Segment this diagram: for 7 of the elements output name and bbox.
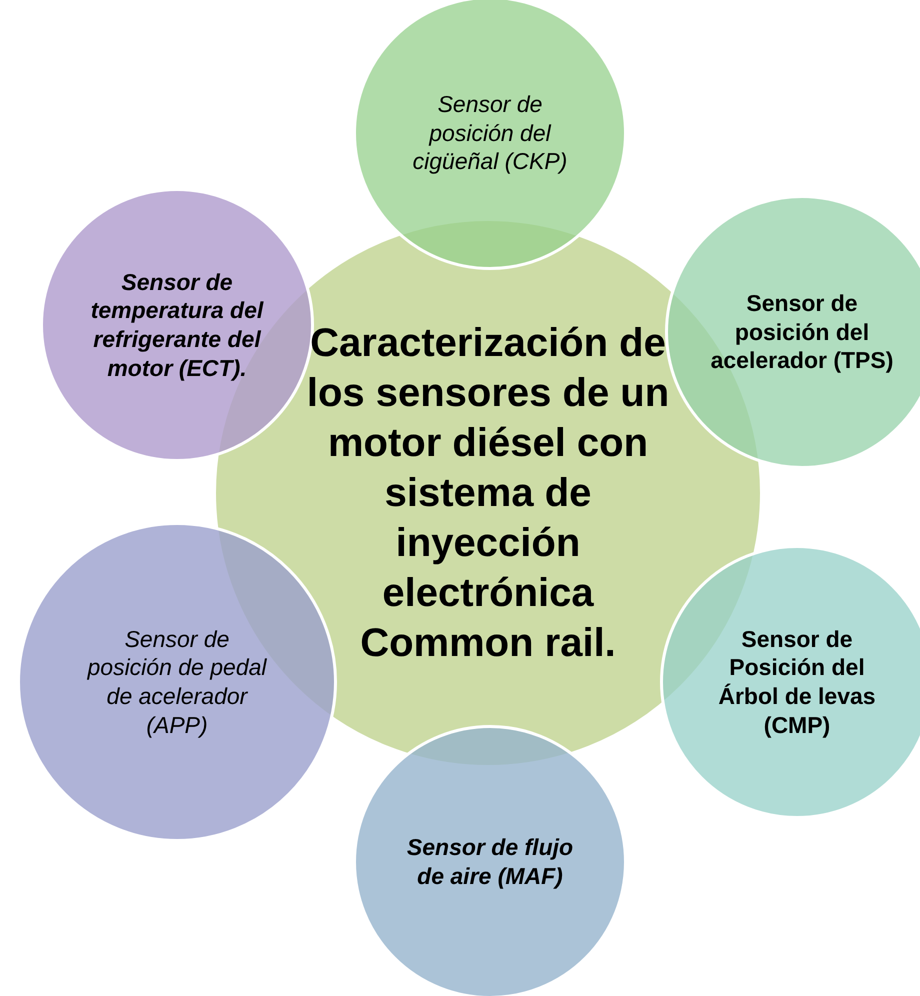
sensor-label: Sensor de temperatura del refrigerante del motor (ECT). [90,268,265,382]
sensor-label: Sensor de posición de pedal de acelerador (APP) [87,624,267,740]
sensor-label: Sensor de posición del acelerador (TPS) [710,288,894,376]
sensor-label: Sensor de flujo de aire (MAF) [406,833,574,891]
sensor-label: Sensor de posición del cigüeñal (CKP) [412,90,568,176]
sensor-label: Sensor de Posición del Árbol de levas (CMP) [717,624,877,740]
title-text: Caracterización de los sensores de un motor diésel con sistema de inyección electrónica Common rail. [306,320,670,667]
